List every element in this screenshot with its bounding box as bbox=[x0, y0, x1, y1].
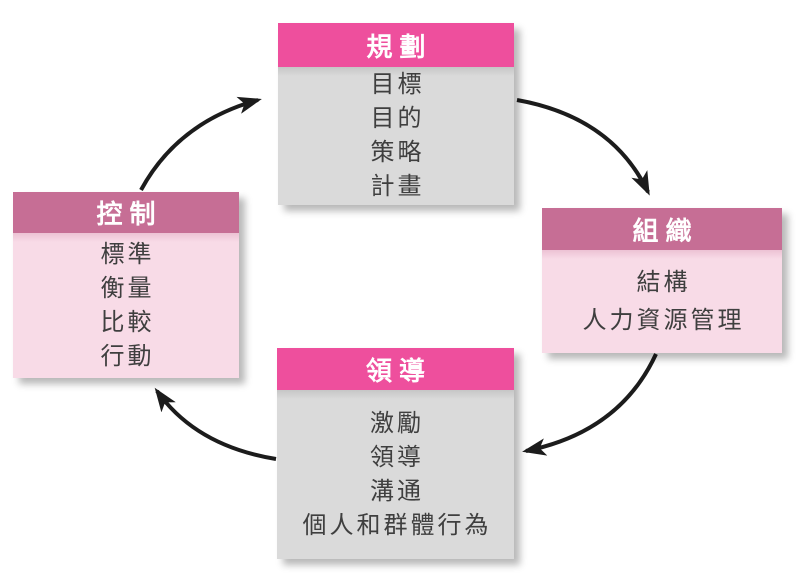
box-controlling-item: 行動 bbox=[100, 342, 155, 370]
box-planning: 規劃 目標 目的 策略 計畫 bbox=[278, 23, 514, 205]
box-organizing-item: 結構 bbox=[636, 268, 691, 296]
box-organizing-item: 人力資源管理 bbox=[582, 306, 745, 334]
box-leading-item: 溝通 bbox=[370, 477, 424, 505]
arrow-organizing-to-leading bbox=[522, 353, 658, 456]
box-organizing-body: 結構 人力資源管理 bbox=[542, 250, 782, 353]
box-controlling: 控制 標準 衡量 比較 行動 bbox=[13, 192, 239, 378]
box-controlling-item: 比較 bbox=[100, 308, 155, 336]
box-planning-item: 目的 bbox=[370, 105, 425, 132]
box-leading-item: 個人和群體行為 bbox=[302, 511, 492, 539]
box-planning-body: 目標 目的 策略 計畫 bbox=[278, 67, 514, 205]
box-controlling-item: 標準 bbox=[100, 240, 155, 268]
box-leading-title: 領導 bbox=[277, 348, 514, 390]
box-controlling-body: 標準 衡量 比較 行動 bbox=[13, 233, 239, 378]
arrow-leading-to-controlling bbox=[154, 387, 277, 461]
box-controlling-title: 控制 bbox=[13, 192, 239, 233]
box-controlling-item: 衡量 bbox=[100, 274, 155, 302]
box-leading-item: 領導 bbox=[370, 443, 424, 471]
box-organizing-title: 組織 bbox=[542, 208, 782, 250]
box-planning-item: 策略 bbox=[370, 139, 425, 166]
box-planning-item: 目標 bbox=[370, 71, 425, 98]
box-organizing: 組織 結構 人力資源管理 bbox=[542, 208, 782, 353]
box-leading: 領導 激勵 領導 溝通 個人和群體行為 bbox=[277, 348, 514, 559]
arrow-controlling-to-planning bbox=[139, 96, 262, 191]
box-leading-body: 激勵 領導 溝通 個人和群體行為 bbox=[277, 390, 514, 559]
box-planning-title: 規劃 bbox=[278, 23, 514, 67]
box-leading-item: 激勵 bbox=[370, 409, 424, 437]
arrow-planning-to-organizing bbox=[516, 98, 650, 196]
box-planning-item: 計畫 bbox=[370, 173, 425, 200]
